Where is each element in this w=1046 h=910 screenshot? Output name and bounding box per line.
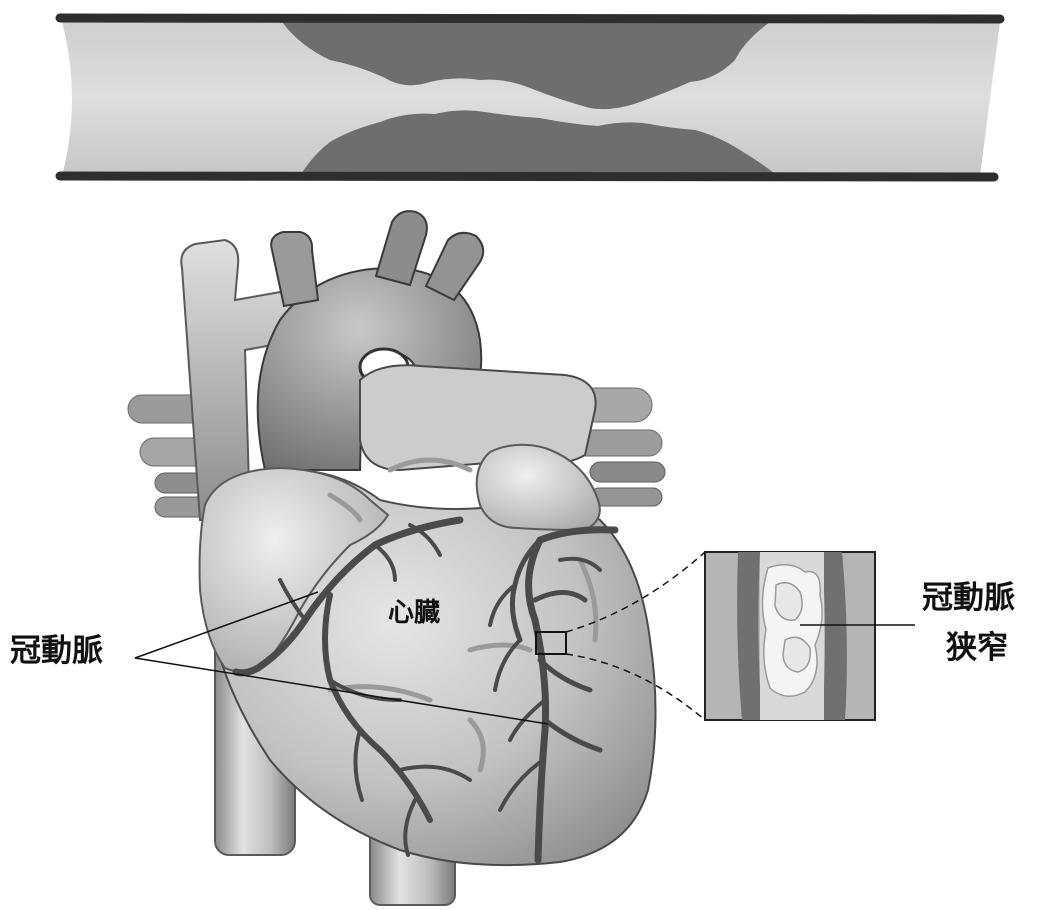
- heart-label: 心臓: [388, 592, 440, 629]
- coronary-artery-label-right: 冠動脈: [922, 572, 1015, 617]
- right-pulmonary-vessel-4: [590, 488, 662, 506]
- inset-vessel-wall-left: [737, 552, 762, 720]
- artery-cross-section: [60, 18, 1000, 177]
- upper-vessel-wall: [60, 18, 1000, 19]
- coronary-artery-label-left: 冠動脈: [10, 625, 103, 670]
- lower-vessel-wall: [60, 176, 994, 177]
- heart-illustration: [128, 211, 665, 905]
- inset-vessel-wall-right: [822, 552, 847, 720]
- stenosis-inset: [705, 552, 915, 720]
- left-subclavian-artery: [426, 233, 483, 300]
- inset-plaque: [762, 565, 822, 696]
- right-pulmonary-vessel-3: [590, 462, 665, 482]
- stenosis-label: 狭窄: [946, 622, 1008, 667]
